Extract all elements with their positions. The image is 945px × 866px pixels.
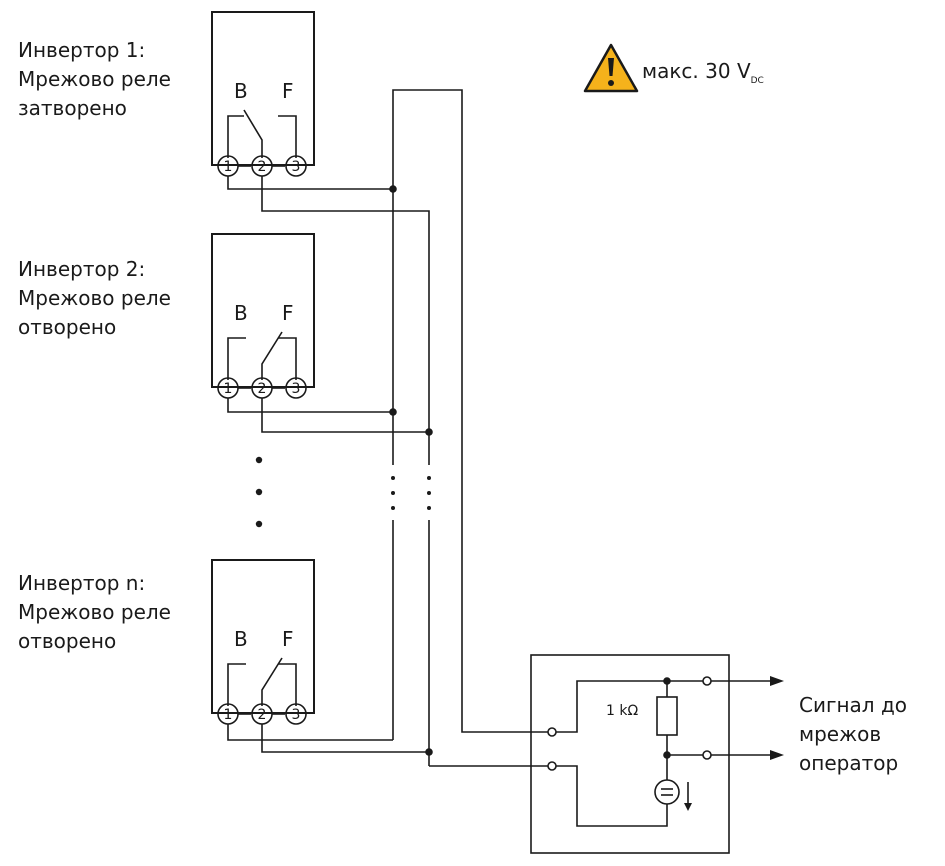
inverter-1-box bbox=[211, 11, 315, 166]
junction-dot bbox=[389, 408, 397, 416]
inverter-2-terminal-3-label: 3 bbox=[292, 381, 301, 397]
wire-inv2-t2 bbox=[261, 398, 429, 433]
inverter-n-label-line-2: Мрежово реле bbox=[18, 600, 171, 624]
inverter-2-terminal-3 bbox=[285, 377, 307, 399]
inverter-2-label-line-1: Инвертор 2: bbox=[18, 257, 145, 281]
inverter-1-terminal-3-label: 3 bbox=[292, 159, 301, 175]
inverter-2-switch-arm bbox=[261, 331, 283, 380]
wire-invn-t1 bbox=[227, 724, 393, 741]
inverter-1-contact-f bbox=[278, 115, 297, 158]
inverter-1-contact-b bbox=[227, 115, 244, 158]
inverter-1-label-line-2: Мрежово реле bbox=[18, 67, 171, 91]
wire-inv2-t1 bbox=[227, 398, 393, 413]
monitor-input-terminal-1 bbox=[547, 727, 557, 737]
monitoring-unit-box bbox=[530, 654, 730, 854]
inverter-2-label-f: F bbox=[282, 301, 294, 325]
inverter-2-label-line-3: отворено bbox=[18, 315, 116, 339]
warning-text: макс. 30 V bbox=[642, 59, 751, 83]
junction-dot bbox=[663, 751, 671, 759]
inverter-1-terminal-2-label: 2 bbox=[258, 159, 267, 175]
inverter-n-label-f: F bbox=[282, 627, 294, 651]
current-source-icon bbox=[654, 779, 680, 805]
inverter-1-switch-arm bbox=[243, 109, 263, 158]
monitor-input-terminal-2 bbox=[547, 761, 557, 771]
inverter-n-contact-f bbox=[278, 663, 297, 706]
inverter-n: Инвертор n: Мрежово реле отворено B F 1 … bbox=[18, 559, 315, 725]
monitor-wire-bottom bbox=[556, 765, 668, 827]
inverter-n-terminal-3 bbox=[285, 703, 307, 725]
wire-bus1-to-monitor bbox=[392, 89, 548, 733]
monitor-wire-top bbox=[556, 680, 703, 733]
bus-wiring bbox=[227, 89, 548, 767]
inverter-2-terminal-1-label: 1 bbox=[224, 381, 233, 397]
inverter-1-label-line-3: затворено bbox=[18, 96, 127, 120]
resistor-symbol bbox=[656, 696, 678, 736]
inverter-1-label-f: F bbox=[282, 79, 294, 103]
inverter-1-terminal-3 bbox=[285, 155, 307, 177]
output-label-line-2: мрежов bbox=[799, 722, 881, 746]
resistor-label: 1 kΩ bbox=[606, 703, 638, 719]
wire-inv1-t2 bbox=[261, 176, 430, 432]
monitoring-unit: 1 kΩ bbox=[530, 654, 784, 854]
inverter-1: Инвертор 1: Мрежово реле затворено B F 1… bbox=[18, 11, 315, 177]
inverter-n-contact-b bbox=[227, 663, 246, 706]
inverter-1-terminal-1-label: 1 bbox=[224, 159, 233, 175]
inverter-n-switch-arm bbox=[261, 657, 283, 706]
output-label-line-3: оператор bbox=[799, 751, 898, 775]
warning-subscript: DC bbox=[751, 76, 764, 86]
monitor-output-terminal-2 bbox=[702, 750, 712, 760]
inverter-n-label-line-1: Инвертор n: bbox=[18, 571, 145, 595]
inverter-2-contact-b bbox=[227, 337, 246, 380]
inverter-n-terminal-1-label: 1 bbox=[224, 707, 233, 723]
inverter-1-label-line-1: Инвертор 1: bbox=[18, 38, 145, 62]
inverter-1-label-b: B bbox=[234, 79, 248, 103]
inverter-n-label-line-3: отворено bbox=[18, 629, 116, 653]
continuation-dots bbox=[255, 456, 431, 528]
inverter-2-label-b: B bbox=[234, 301, 248, 325]
svg-text:макс. 30 VDC: макс. 30 VDC bbox=[642, 59, 764, 86]
inverter-2-terminal-2-label: 2 bbox=[258, 381, 267, 397]
inverter-2-label-line-2: Мрежово реле bbox=[18, 286, 171, 310]
output-label-line-1: Сигнал до bbox=[799, 693, 907, 717]
inverter-2: Инвертор 2: Мрежово реле отворено B F 1 … bbox=[18, 233, 315, 399]
wire-invn-t2 bbox=[261, 724, 429, 753]
inverter-n-terminal-2-label: 2 bbox=[258, 707, 267, 723]
junction-dot bbox=[663, 677, 671, 685]
wire-inv1-t1 bbox=[227, 176, 393, 190]
inverter-2-contact-f bbox=[278, 337, 297, 380]
junction-dot bbox=[425, 748, 433, 756]
junction-dot bbox=[389, 185, 397, 193]
voltage-warning: макс. 30 VDC bbox=[583, 43, 764, 93]
inverter-n-label-b: B bbox=[234, 627, 248, 651]
output-label: Сигнал до мрежов оператор bbox=[799, 693, 907, 775]
warning-triangle-icon bbox=[583, 43, 639, 93]
inverter-n-terminal-3-label: 3 bbox=[292, 707, 301, 723]
junction-dot bbox=[425, 428, 433, 436]
monitor-output-terminal-1 bbox=[702, 676, 712, 686]
